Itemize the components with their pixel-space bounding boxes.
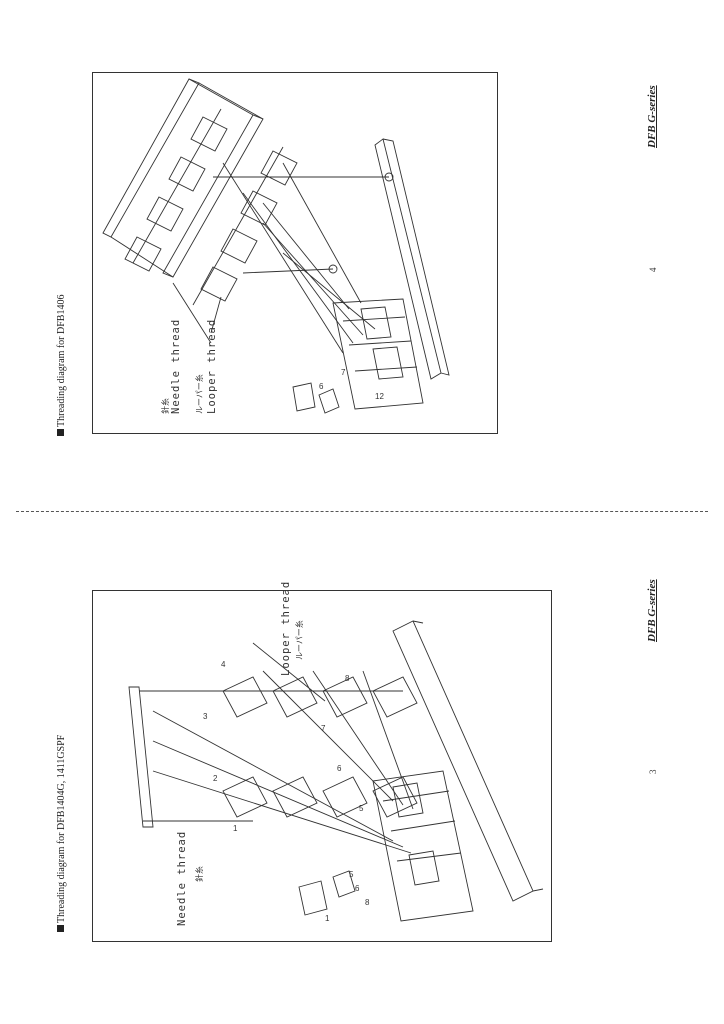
series-label: DFB G-series	[646, 579, 658, 642]
page-heading: Threading diagram for DFB1404G, 1411GSPF	[56, 735, 67, 932]
cone-number: 1	[233, 824, 238, 833]
step-number: 6	[319, 382, 324, 391]
looper-thread-label: Looper thread	[280, 580, 292, 676]
cone-number: 7	[321, 724, 326, 733]
heading-text: Threading diagram for DFB1406	[56, 294, 67, 427]
step-number: 6	[355, 884, 360, 893]
diagram-frame: 1 2 3 4 5 6 7 8 1 5 6 8	[92, 590, 552, 942]
cone-number: 3	[203, 712, 208, 721]
cone-number: 5	[359, 804, 364, 813]
diagram-frame: 6 7 12	[92, 72, 498, 434]
step-number: 5	[349, 870, 354, 879]
needle-thread-label: Needle thread	[170, 318, 182, 414]
looper-thread-label-jp: ルーパー糸	[195, 374, 204, 414]
page-divider	[16, 511, 708, 512]
looper-thread-label: Looper thread	[206, 318, 218, 414]
needle-thread-label: Needle thread	[176, 830, 188, 926]
step-number: 12	[375, 392, 384, 401]
page-heading: Threading diagram for DFB1406	[56, 295, 67, 436]
needle-thread-label-jp: 針糸	[195, 866, 204, 882]
cone-number: 4	[221, 660, 226, 669]
page-number: 3	[648, 769, 658, 775]
threading-diagram-dfb1406: 6 7 12	[93, 73, 499, 435]
heading-text: Threading diagram for DFB1404G, 1411GSPF	[56, 734, 67, 923]
threading-diagram-dfb1404g: 1 2 3 4 5 6 7 8 1 5 6 8	[93, 591, 553, 923]
bullet-square-icon	[57, 429, 64, 436]
cone-number: 2	[213, 774, 218, 783]
bullet-square-icon	[57, 925, 64, 932]
step-number: 1	[325, 914, 330, 923]
step-number: 7	[341, 368, 346, 377]
series-label: DFB G-series	[646, 85, 658, 148]
cone-number: 6	[337, 764, 342, 773]
page-4: Threading diagram for DFB1406	[56, 72, 658, 436]
page-number: 4	[648, 267, 658, 273]
looper-thread-label-jp: ルーパー糸	[295, 620, 304, 660]
cone-number: 8	[345, 674, 350, 683]
step-number: 8	[365, 898, 370, 907]
page-3: Threading diagram for DFB1404G, 1411GSPF	[0, 512, 724, 1024]
